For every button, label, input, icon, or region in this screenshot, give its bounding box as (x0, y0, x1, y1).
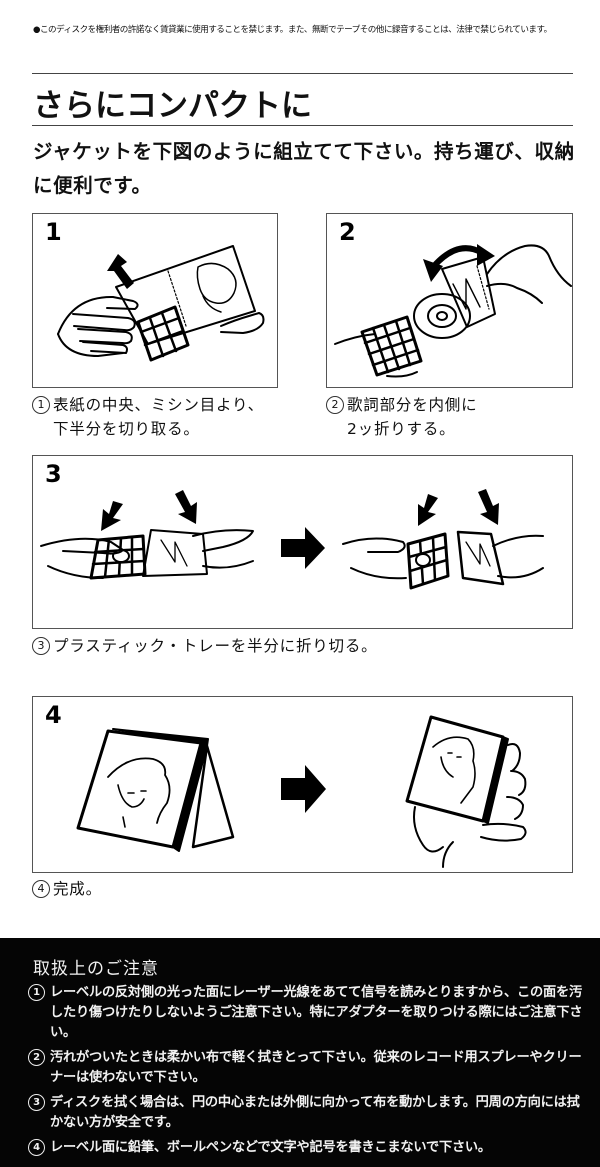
step-2-illustration (334, 244, 572, 378)
step-2-marker: 2 (326, 396, 344, 414)
up-arrow-icon (107, 254, 134, 289)
jacket-card (115, 245, 256, 345)
precaution-marker: 1 (28, 984, 45, 1001)
handling-precautions-section: 取扱上のご注意 1 レーベルの反対側の光った面にレーザー光線をあてて信号を読みとり… (0, 938, 600, 1167)
left-hand (334, 333, 418, 378)
step-4-panel: 4 (32, 696, 573, 873)
hands-before (40, 529, 254, 579)
step-3-marker: 3 (32, 637, 50, 655)
right-hand (486, 244, 572, 304)
precaution-text: レーベル面に鉛筆、ボールペンなどで文字や記号を書きこまないで下さい。 (50, 1140, 491, 1155)
precaution-marker: 4 (28, 1139, 45, 1156)
step-2-number: 2 (339, 218, 356, 246)
step-2-panel: 2 (326, 213, 573, 388)
step-1-marker: 1 (32, 396, 50, 414)
title-bottom-rule (32, 125, 573, 126)
plastic-tray-grid (360, 315, 423, 377)
precaution-marker: 3 (28, 1094, 45, 1111)
precaution-marker: 2 (28, 1049, 45, 1066)
right-hand (220, 312, 265, 334)
down-arrow-icon (101, 489, 499, 531)
step-2-caption-line-1: 歌詞部分を内側に (347, 396, 478, 414)
step-4-illustration (76, 715, 527, 868)
tray-after-snap (406, 530, 505, 590)
hands-after (342, 534, 544, 580)
cd-disc (413, 293, 471, 339)
step-1-caption-line-2: 下半分を切り取る。 (53, 420, 200, 438)
fold-curved-arrow-icon (423, 244, 495, 282)
step-3-number: 3 (45, 460, 62, 488)
step-4-caption-line-1: 完成。 (53, 880, 102, 898)
page-title: さらにコンパクトに (33, 88, 312, 124)
step-2-caption-line-2: 2ッ折りする。 (347, 420, 456, 438)
step-1-caption-line-1: 表紙の中央、ミシン目より、 (53, 396, 264, 414)
precaution-item: 2 汚れがついたときは柔かい布で軽く拭きとって下さい。従来のレコード用スプレーやク… (28, 1048, 583, 1088)
tray-before-snap (89, 529, 208, 580)
step-4-marker: 4 (32, 880, 50, 898)
hand-held-case (405, 715, 527, 868)
precaution-text: ディスクを拭く場合は、円の中心または外側に向かって布を動かします。円周の方向には… (50, 1095, 580, 1130)
title-top-rule (32, 73, 573, 74)
precaution-item: 4 レーベル面に鉛筆、ボールペンなどで文字や記号を書きこまないで下さい。 (28, 1138, 583, 1158)
step-4-number: 4 (45, 701, 62, 729)
step-1-illustration (57, 245, 265, 362)
plastic-tray-grid (136, 305, 190, 362)
step-1-panel: 1 (32, 213, 278, 388)
precaution-item: 3 ディスクを拭く場合は、円の中心または外側に向かって布を動かします。円周の方向に… (28, 1093, 583, 1133)
left-hand (57, 295, 139, 357)
copyright-notice: ●このディスクを権利者の許諾なく賃貸業に使用することを禁じます。また、無断でテー… (33, 25, 552, 35)
precautions-list: 1 レーベルの反対側の光った面にレーザー光線をあてて信号を読みとりますから、この面… (28, 983, 583, 1163)
precaution-item: 1 レーベルの反対側の光った面にレーザー光線をあてて信号を読みとりますから、この面… (28, 983, 583, 1043)
intro-text: ジャケットを下図のように組立てて下さい。持ち運び、収納に便利です。 (33, 140, 575, 197)
step-3-panel: 3 (32, 455, 573, 629)
precautions-title: 取扱上のご注意 (33, 959, 159, 979)
lyrics-booklet (441, 256, 496, 328)
right-arrow-icon (281, 527, 325, 569)
step-3-caption-line-1: プラスティック・トレーを半分に折り切る。 (53, 637, 378, 655)
step-3-illustration (40, 489, 544, 590)
precaution-text: 汚れがついたときは柔かい布で軽く拭きとって下さい。従来のレコード用スプレーやクリ… (50, 1050, 582, 1085)
standing-case (76, 728, 235, 852)
precaution-text: レーベルの反対側の光った面にレーザー光線をあてて信号を読みとりますから、この面を… (50, 985, 583, 1040)
step-1-number: 1 (45, 218, 62, 246)
right-arrow-icon (281, 765, 326, 813)
